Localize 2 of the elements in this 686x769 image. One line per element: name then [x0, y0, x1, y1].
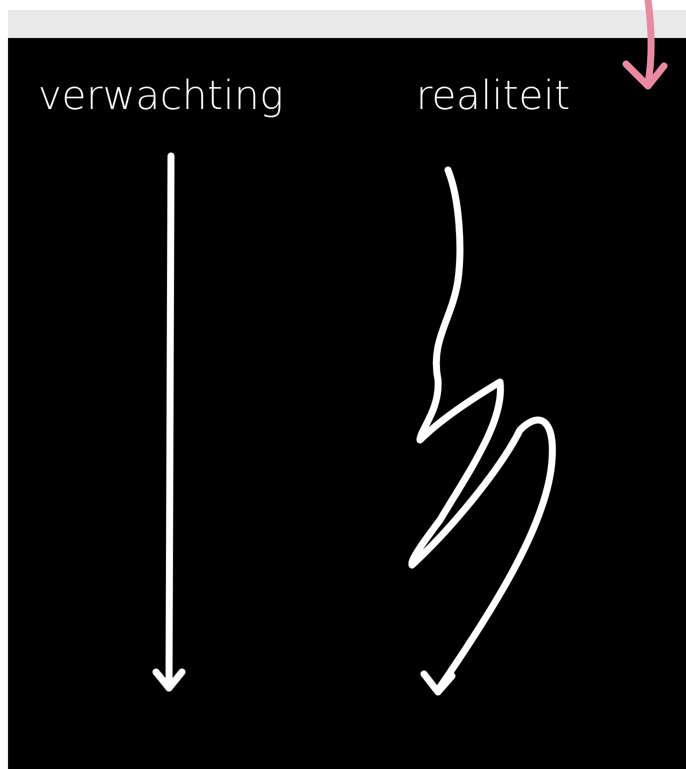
column-heading: realiteit [416, 72, 570, 121]
column-heading: verwachting [38, 72, 284, 121]
